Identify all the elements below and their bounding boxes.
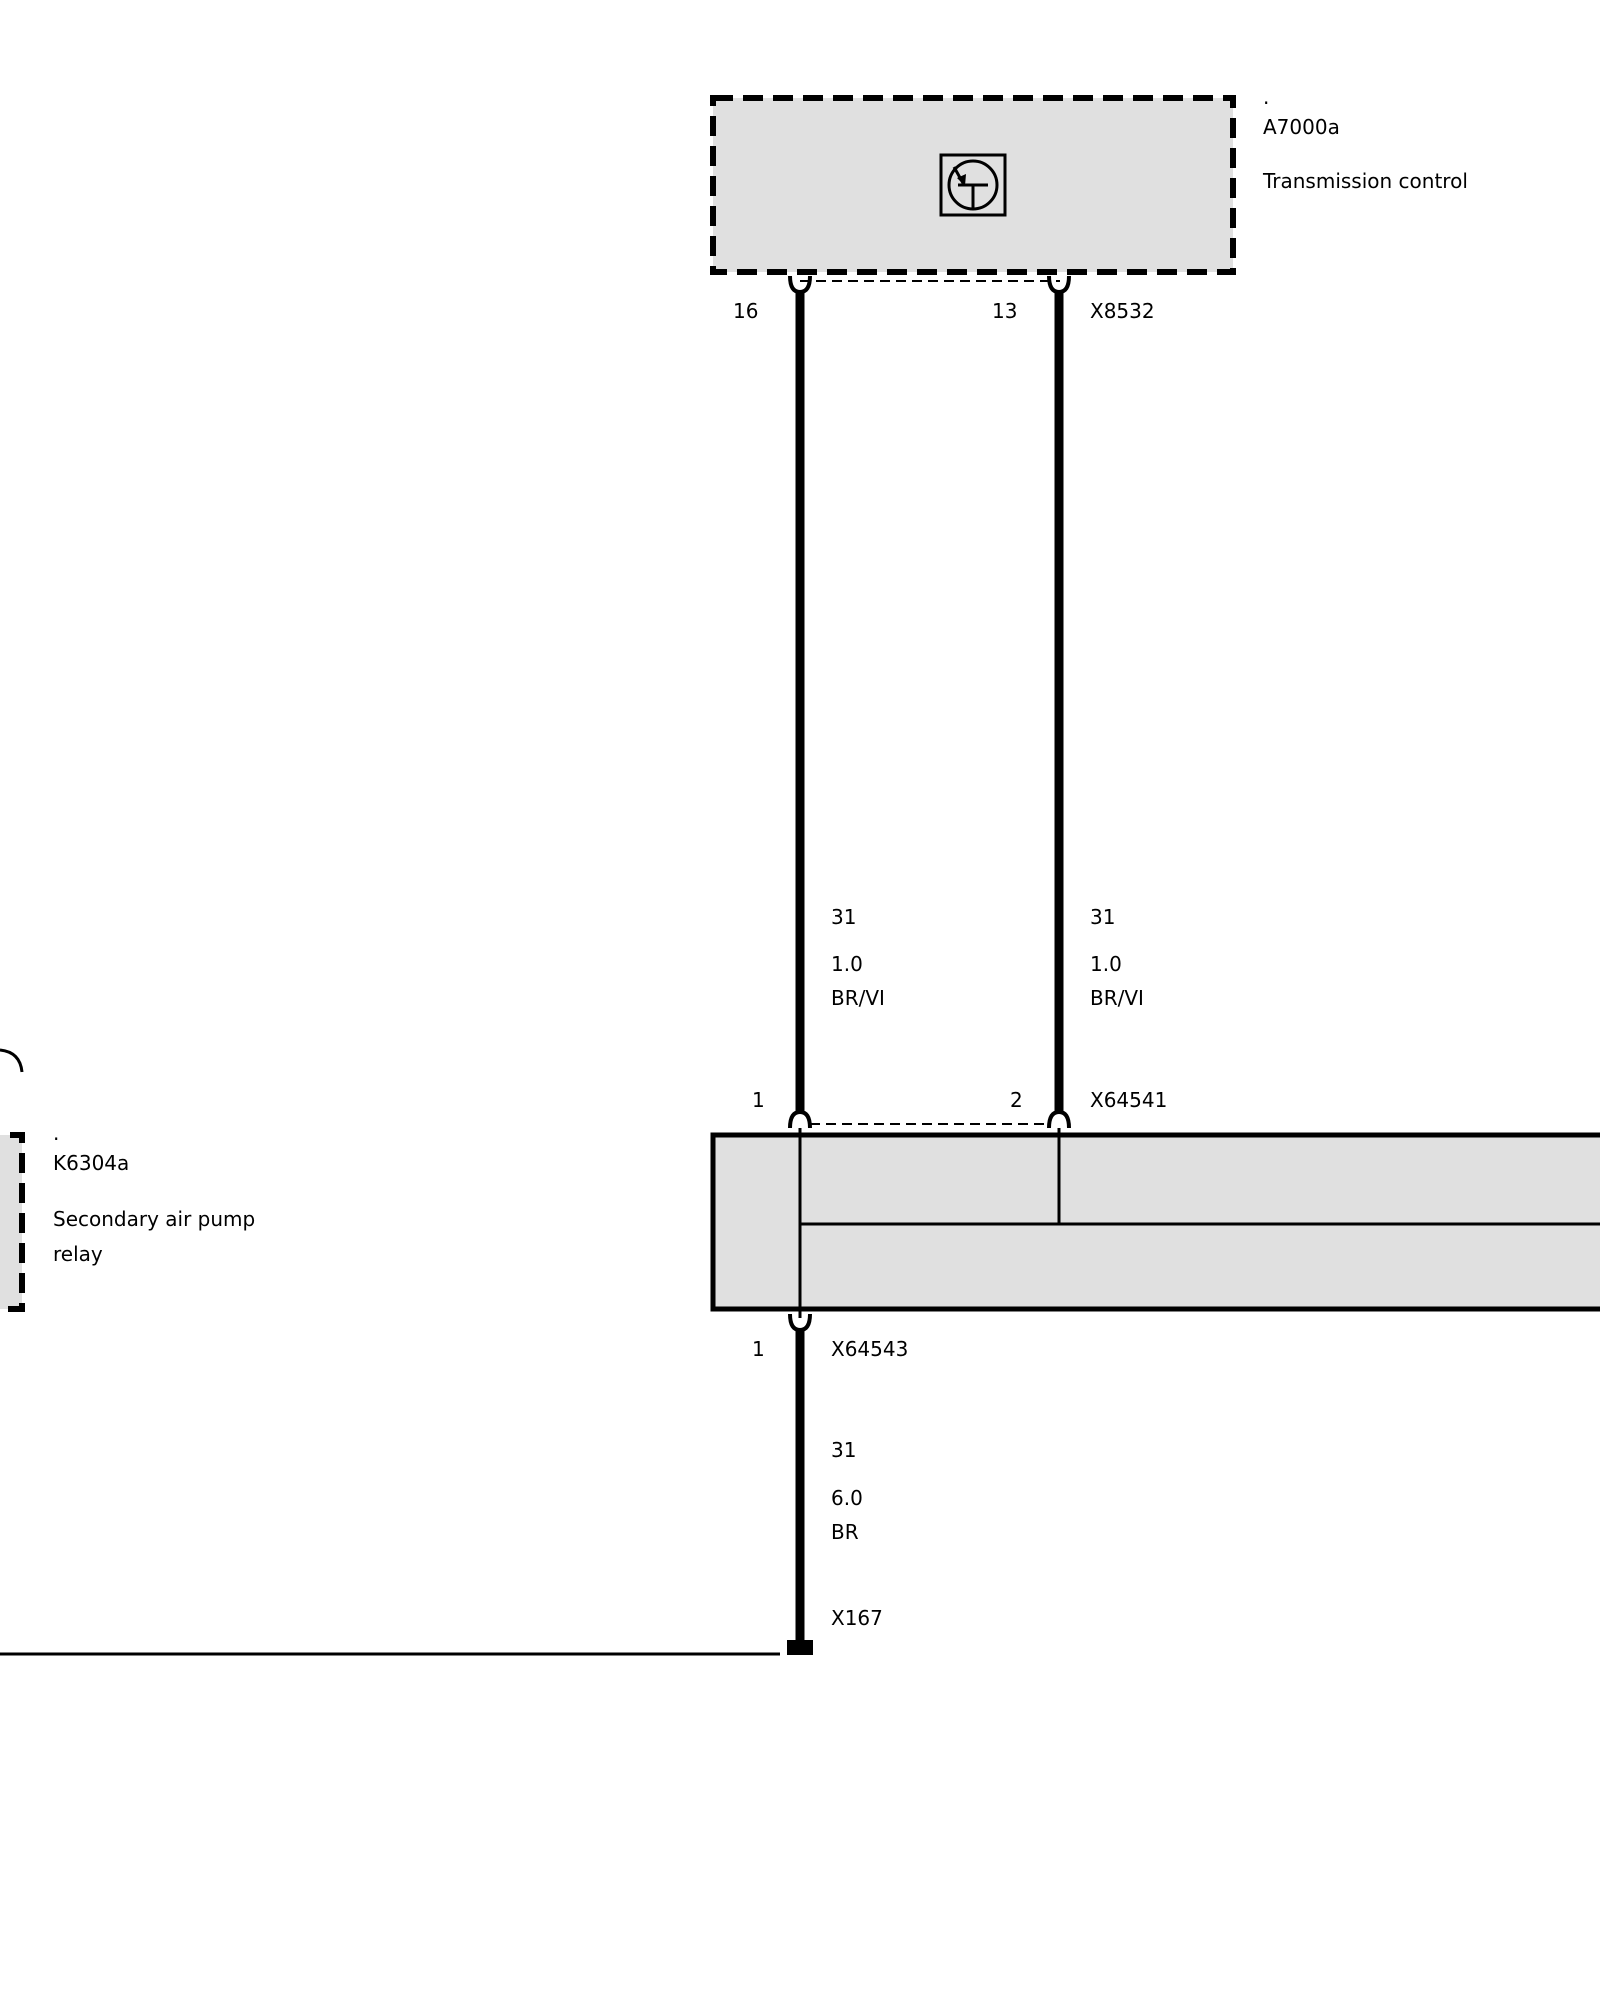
wire-left-circuit: 31 <box>831 905 856 929</box>
ground-terminal-x167 <box>787 1640 813 1655</box>
wire-lower-color: BR <box>831 1520 859 1544</box>
component-dot: . <box>1263 85 1269 109</box>
pin-label-1-x64541: 1 <box>752 1088 765 1112</box>
pin-hook-x64541-1 <box>788 1109 812 1129</box>
connector-label-x64541: X64541 <box>1090 1088 1167 1112</box>
connector-label-x167: X167 <box>831 1606 883 1630</box>
relay-name-line1: Secondary air pump <box>53 1207 255 1231</box>
connector-label-x64543: X64543 <box>831 1337 908 1361</box>
pin-hook-16 <box>788 275 812 295</box>
connector-label-x8532: X8532 <box>1090 299 1155 323</box>
wire-left-color: BR/VI <box>831 986 885 1010</box>
secondary-air-pump-relay[interactable]: . K6304a Secondary air pump relay <box>0 1048 255 1312</box>
component-id-a7000a: A7000a <box>1263 115 1340 139</box>
wire-lower-gauge: 6.0 <box>831 1486 863 1510</box>
transistor-icon <box>939 153 1007 217</box>
wire-right-circuit: 31 <box>1090 905 1115 929</box>
splice-block-box <box>710 1132 1600 1312</box>
component-name-transmission-control: Transmission control <box>1262 169 1468 193</box>
wire-right-gauge: 1.0 <box>1090 952 1122 976</box>
wire-lower-circuit: 31 <box>831 1438 856 1462</box>
pin-label-13: 13 <box>992 299 1017 323</box>
wire-left-gauge: 1.0 <box>831 952 863 976</box>
relay-name-line2: relay <box>53 1242 103 1266</box>
wire-right-color: BR/VI <box>1090 986 1144 1010</box>
pin-label-16: 16 <box>733 299 758 323</box>
pin-label-1-x64543: 1 <box>752 1337 765 1361</box>
pin-label-2-x64541: 2 <box>1010 1088 1023 1112</box>
pin-hook-13 <box>1047 275 1071 295</box>
splice-block[interactable] <box>710 1128 1600 1318</box>
transmission-control-module[interactable]: . A7000a Transmission control <box>710 85 1468 275</box>
relay-box <box>0 1132 25 1312</box>
relay-arc <box>0 1048 24 1073</box>
relay-dot: . <box>53 1121 59 1145</box>
component-id-k6304a: K6304a <box>53 1151 129 1175</box>
pin-hook-x64541-2 <box>1047 1109 1071 1129</box>
